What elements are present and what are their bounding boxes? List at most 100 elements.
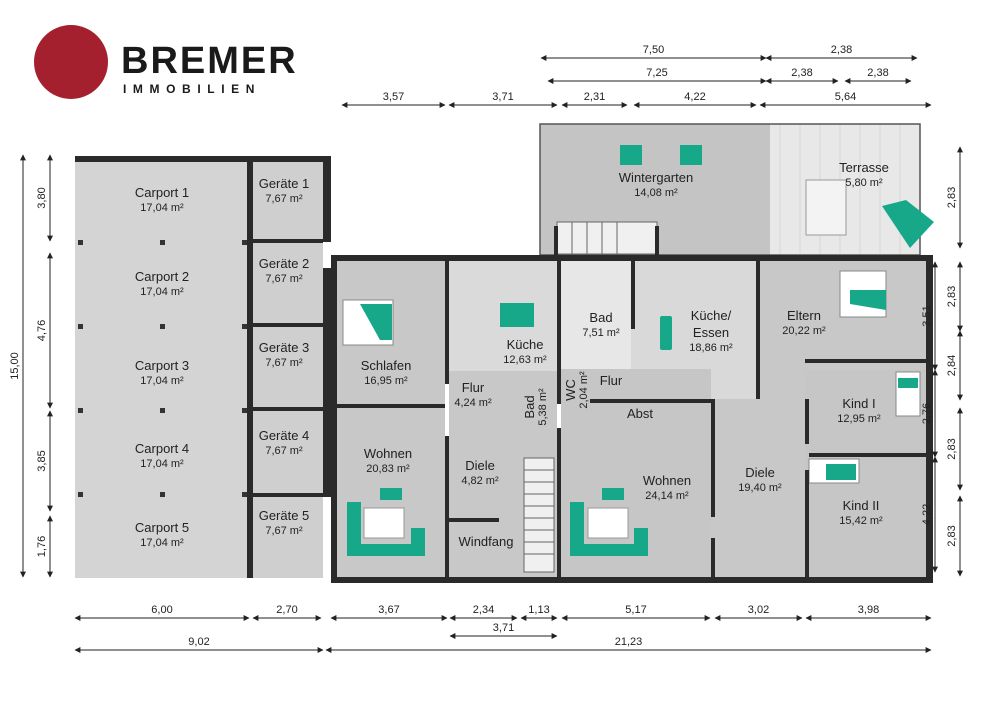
room-flur-left: Flur 4,24 m² (454, 380, 492, 409)
dim-b1f: 5,17 (561, 604, 711, 621)
dim-b2a: 3,71 (449, 622, 558, 639)
room-area: 20,83 m² (366, 463, 410, 475)
carport-area (75, 156, 331, 578)
dim-t3d: 4,22 (633, 91, 757, 108)
dim-label: 2,83 (946, 525, 958, 546)
room-name: Abst (627, 406, 653, 421)
dim-b1g: 3,02 (714, 604, 803, 621)
dim-label: 21,23 (615, 636, 643, 648)
room-area: 15,42 m² (839, 515, 883, 527)
room-windfang: Windfang (459, 534, 514, 549)
dim-r2c: 4,22 (921, 456, 938, 573)
room-carport-4: Carport 4 17,04 m² (135, 441, 189, 470)
room-name: Wohnen (364, 446, 412, 461)
dim-label: 4,22 (921, 504, 933, 525)
room-abst: Abst (627, 406, 653, 421)
room-area: 19,40 m² (738, 482, 782, 494)
brand-tagline: IMMOBILIEN (123, 82, 261, 96)
room-name: Terrasse (839, 160, 889, 175)
dim-t2b: 2,38 (765, 67, 839, 84)
dim-b1b: 2,70 (252, 604, 322, 621)
room-name: Carport 4 (135, 441, 189, 456)
room-name: Carport 3 (135, 358, 189, 373)
room-name: Wohnen (643, 473, 691, 488)
room-geraete-3: Geräte 37,67 m² (259, 340, 310, 369)
room-area: 17,04 m² (140, 286, 184, 298)
chair-1 (620, 145, 642, 165)
room-wohnen-left: Wohnen 20,83 m² (364, 446, 412, 475)
stairs (523, 221, 658, 573)
dim-t1b: 2,38 (765, 44, 918, 61)
room-area: 17,04 m² (140, 375, 184, 387)
room-name: Windfang (459, 534, 514, 549)
dim-label: 2,34 (473, 604, 494, 616)
dim-t2c: 2,38 (844, 67, 912, 84)
dim-label: 1,76 (36, 536, 48, 557)
room-name: Wintergarten (619, 170, 693, 185)
dim-l2c: 3,85 (36, 410, 53, 512)
dim-b1a: 6,00 (74, 604, 250, 621)
dim-label: 7,25 (646, 67, 667, 79)
dim-label: 5,17 (625, 604, 646, 616)
dim-label: 3,57 (383, 91, 404, 103)
dim-label: 3,85 (36, 450, 48, 471)
dim-t1a: 7,50 (540, 44, 767, 61)
room-name: Kind I (842, 396, 875, 411)
dining-table (660, 316, 672, 350)
room-name: Bad (522, 395, 537, 418)
dim-b3a: 9,02 (74, 636, 324, 653)
room-name: Küche (507, 337, 544, 352)
dim-label: 2,76 (921, 403, 933, 424)
sofa-right (570, 502, 648, 556)
room-area: 17,04 m² (140, 458, 184, 470)
furniture (342, 145, 934, 573)
room-area: 7,67 m² (265, 357, 303, 369)
dim-label: 3,80 (36, 187, 48, 208)
dim-label: 2,83 (946, 286, 958, 307)
room-area: 20,22 m² (782, 325, 826, 337)
brand-logo: BREMER IMMOBILIEN (34, 25, 296, 99)
dim-r1c: 2,84 (946, 330, 963, 401)
kitchen-island (500, 303, 534, 327)
room-name: Eltern (787, 308, 821, 323)
room-flur-right: Flur (600, 373, 623, 388)
dim-b1c: 3,67 (330, 604, 448, 621)
room-area: 5,80 m² (845, 177, 883, 189)
room-geraete-1: Geräte 17,67 m² (259, 176, 310, 205)
room-carport-3: Carport 3 17,04 m² (135, 358, 189, 387)
room-name: Carport 5 (135, 520, 189, 535)
room-area: 4,24 m² (454, 397, 492, 409)
room-name: Schlafen (361, 358, 412, 373)
room-carport-5: Carport 517,04 m² (135, 520, 189, 549)
room-geraete-4: Geräte 47,67 m² (259, 428, 310, 457)
dim-b3b: 21,23 (325, 636, 932, 653)
dim-l1: 15,00 (9, 154, 26, 578)
dim-t3e: 5,64 (759, 91, 932, 108)
room-area: 17,04 m² (140, 202, 184, 214)
dim-label: 2,38 (831, 44, 852, 56)
dim-label: 2,31 (584, 91, 605, 103)
dim-label: 3,02 (748, 604, 769, 616)
room-name: Essen (693, 325, 729, 340)
dim-label: 6,00 (151, 604, 172, 616)
dim-r1b: 2,83 (946, 261, 963, 332)
room-area: 2,04 m² (578, 371, 590, 409)
room-area: 12,95 m² (837, 413, 881, 425)
room-carport-1: Carport 117,04 m² (135, 185, 189, 214)
chair-2 (680, 145, 702, 165)
room-area: 4,82 m² (461, 475, 499, 487)
dim-r1a: 2,83 (946, 146, 963, 249)
room-terrasse: Terrasse 5,80 m² (839, 160, 889, 189)
room-name: Flur (462, 380, 485, 395)
room-eltern: Eltern 20,22 m² (782, 308, 826, 337)
room-area: 5,38 m² (537, 388, 549, 426)
dim-b1e: 1,13 (520, 604, 558, 621)
dim-l2b: 4,76 (36, 252, 53, 409)
room-area: 7,67 m² (265, 193, 303, 205)
